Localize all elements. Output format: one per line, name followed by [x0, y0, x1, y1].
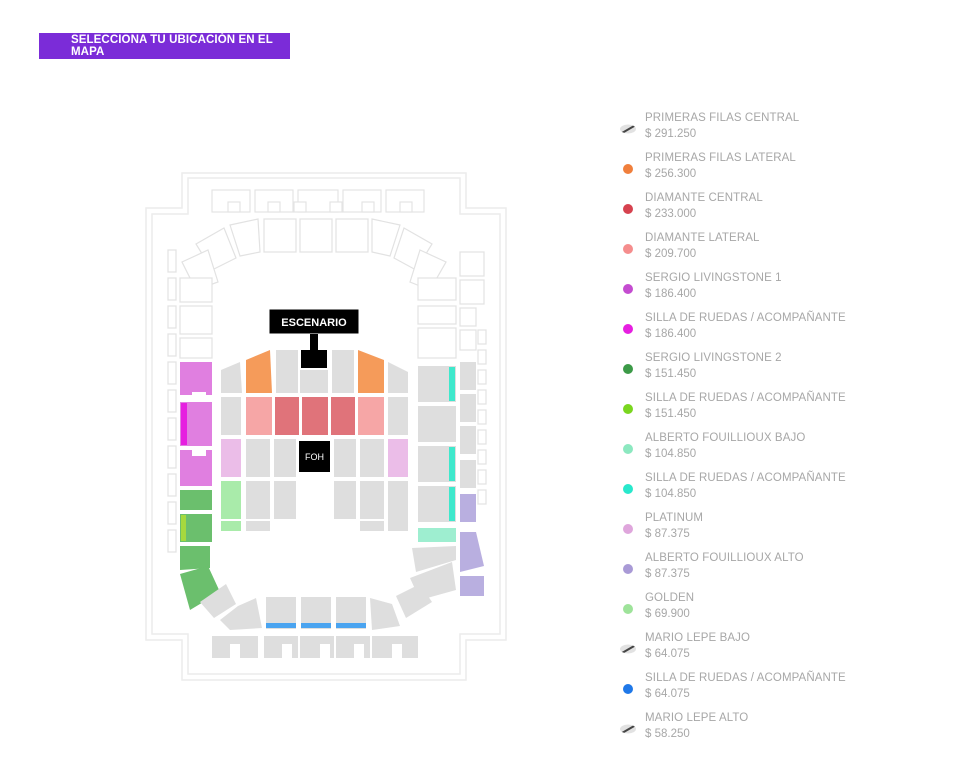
legend-item-price: $ 87.375 — [645, 568, 690, 580]
legend-item[interactable]: PRIMERAS FILAS LATERAL $ 256.300 — [619, 152, 949, 192]
legend-item[interactable]: SILLA DE RUEDAS / ACOMPAÑANTE $ 64.075 — [619, 672, 949, 712]
color-dot-icon — [623, 324, 633, 335]
legend-item-name: ALBERTO FOUILLIOUX BAJO — [645, 432, 806, 444]
color-dot-icon — [623, 364, 633, 375]
legend-item-price: $ 233.000 — [645, 208, 697, 220]
legend-item-name: SILLA DE RUEDAS / ACOMPAÑANTE — [645, 392, 846, 404]
color-dot-icon — [623, 244, 633, 255]
section-alberto-fouillioux-alto[interactable] — [460, 494, 484, 596]
legend-item-name: SERGIO LIVINGSTONE 2 — [645, 352, 782, 364]
section-diamante-central[interactable] — [275, 397, 355, 435]
color-dot-icon — [623, 204, 633, 215]
section-wheelchair-livingstone-2[interactable] — [181, 515, 186, 541]
legend-item-price: $ 291.250 — [645, 128, 697, 140]
legend-item-name: SILLA DE RUEDAS / ACOMPAÑANTE — [645, 672, 846, 684]
legend-item[interactable]: PLATINUM $ 87.375 — [619, 512, 949, 552]
right-upper-unavailable — [460, 362, 476, 488]
sold-out-icon — [620, 644, 636, 654]
sold-out-icon — [620, 124, 636, 134]
color-dot-icon — [623, 164, 633, 175]
legend-item[interactable]: ALBERTO FOUILLIOUX ALTO $ 87.375 — [619, 552, 949, 592]
legend-item-price: $ 151.450 — [645, 368, 697, 380]
color-dot-icon — [623, 484, 633, 495]
section-wheelchair-mario-lepe[interactable] — [266, 623, 366, 628]
legend-item-price: $ 256.300 — [645, 168, 697, 180]
legend-item[interactable]: ALBERTO FOUILLIOUX BAJO $ 104.850 — [619, 432, 949, 472]
color-dot-icon — [623, 564, 633, 575]
seating-map[interactable]: ESCENARIO FOH — [140, 168, 515, 688]
legend-item[interactable]: SILLA DE RUEDAS / ACOMPAÑANTE $ 186.400 — [619, 312, 949, 352]
legend-item[interactable]: GOLDEN $ 69.900 — [619, 592, 949, 632]
legend-item-price: $ 87.375 — [645, 528, 690, 540]
legend-item-price: $ 64.075 — [645, 688, 690, 700]
legend-item[interactable]: MARIO LEPE BAJO $ 64.075 — [619, 632, 949, 672]
legend-item[interactable]: SILLA DE RUEDAS / ACOMPAÑANTE $ 151.450 — [619, 392, 949, 432]
stage: ESCENARIO — [268, 308, 360, 368]
color-dot-icon — [623, 444, 633, 455]
section-wheelchair-livingstone-1[interactable] — [181, 403, 187, 445]
legend-item-price: $ 151.450 — [645, 408, 697, 420]
legend-item-name: DIAMANTE CENTRAL — [645, 192, 763, 204]
legend-item[interactable]: SERGIO LIVINGSTONE 1 $ 186.400 — [619, 272, 949, 312]
stage-label: ESCENARIO — [281, 317, 347, 329]
legend-item-price: $ 104.850 — [645, 448, 697, 460]
legend-item-name: PLATINUM — [645, 512, 704, 524]
legend-item-price: $ 186.400 — [645, 328, 697, 340]
legend-item-name: SILLA DE RUEDAS / ACOMPAÑANTE — [645, 472, 846, 484]
section-mario-lepe-alto — [212, 636, 418, 658]
stadium-outline — [145, 172, 507, 681]
top-outer-sections — [211, 189, 425, 213]
legend-item-name: SERGIO LIVINGSTONE 1 — [645, 272, 782, 284]
color-dot-icon — [623, 404, 633, 415]
right-outer-column — [417, 251, 487, 505]
legend-item-price: $ 209.700 — [645, 248, 697, 260]
legend-item-name: MARIO LEPE BAJO — [645, 632, 751, 644]
legend-item-price: $ 186.400 — [645, 288, 697, 300]
legend-item[interactable]: DIAMANTE CENTRAL $ 233.000 — [619, 192, 949, 232]
section-sergio-livingstone-2[interactable] — [180, 490, 220, 610]
section-alberto-fouillioux-bajo[interactable] — [418, 528, 456, 542]
color-dot-icon — [623, 284, 633, 295]
foh-label: FOH — [305, 452, 324, 462]
legend-item-name: MARIO LEPE ALTO — [645, 712, 749, 724]
section-diamante-lateral[interactable] — [246, 397, 384, 435]
legend-item-price: $ 58.250 — [645, 728, 690, 740]
section-sergio-livingstone-1[interactable] — [180, 362, 212, 486]
left-outer-column — [167, 249, 213, 553]
sold-out-icon — [620, 724, 636, 734]
legend-item[interactable]: DIAMANTE LATERAL $ 209.700 — [619, 232, 949, 272]
legend-item-name: GOLDEN — [645, 592, 695, 604]
section-platinum[interactable] — [221, 439, 408, 477]
legend-item-name: SILLA DE RUEDAS / ACOMPAÑANTE — [645, 312, 846, 324]
color-dot-icon — [623, 524, 633, 535]
legend-item[interactable]: MARIO LEPE ALTO $ 58.250 — [619, 712, 949, 752]
color-dot-icon — [623, 604, 633, 615]
foh-booth: FOH — [299, 441, 330, 472]
legend-item-name: DIAMANTE LATERAL — [645, 232, 760, 244]
legend-item-name: PRIMERAS FILAS CENTRAL — [645, 112, 800, 124]
legend-item[interactable]: PRIMERAS FILAS CENTRAL $ 291.250 — [619, 112, 949, 152]
legend-item[interactable]: SILLA DE RUEDAS / ACOMPAÑANTE $ 104.850 — [619, 472, 949, 512]
section-primeras-filas-lateral[interactable] — [246, 350, 384, 393]
section-wheelchair-fouillioux[interactable] — [449, 367, 455, 521]
legend-item-price: $ 69.900 — [645, 608, 690, 620]
legend-item[interactable]: SERGIO LIVINGSTONE 2 $ 151.450 — [619, 352, 949, 392]
section-golden[interactable] — [221, 481, 241, 531]
select-location-header: SELECCIONA TU UBICACIÓN EN EL MAPA — [39, 33, 290, 59]
legend-item-price: $ 104.850 — [645, 488, 697, 500]
color-dot-icon — [623, 684, 633, 695]
section-mario-lepe-bajo — [200, 546, 456, 630]
legend-item-price: $ 64.075 — [645, 648, 690, 660]
upper-tier-top — [181, 218, 447, 291]
floor-sections-unavailable — [221, 350, 408, 531]
legend-item-name: PRIMERAS FILAS LATERAL — [645, 152, 796, 164]
legend-item-name: ALBERTO FOUILLIOUX ALTO — [645, 552, 804, 564]
